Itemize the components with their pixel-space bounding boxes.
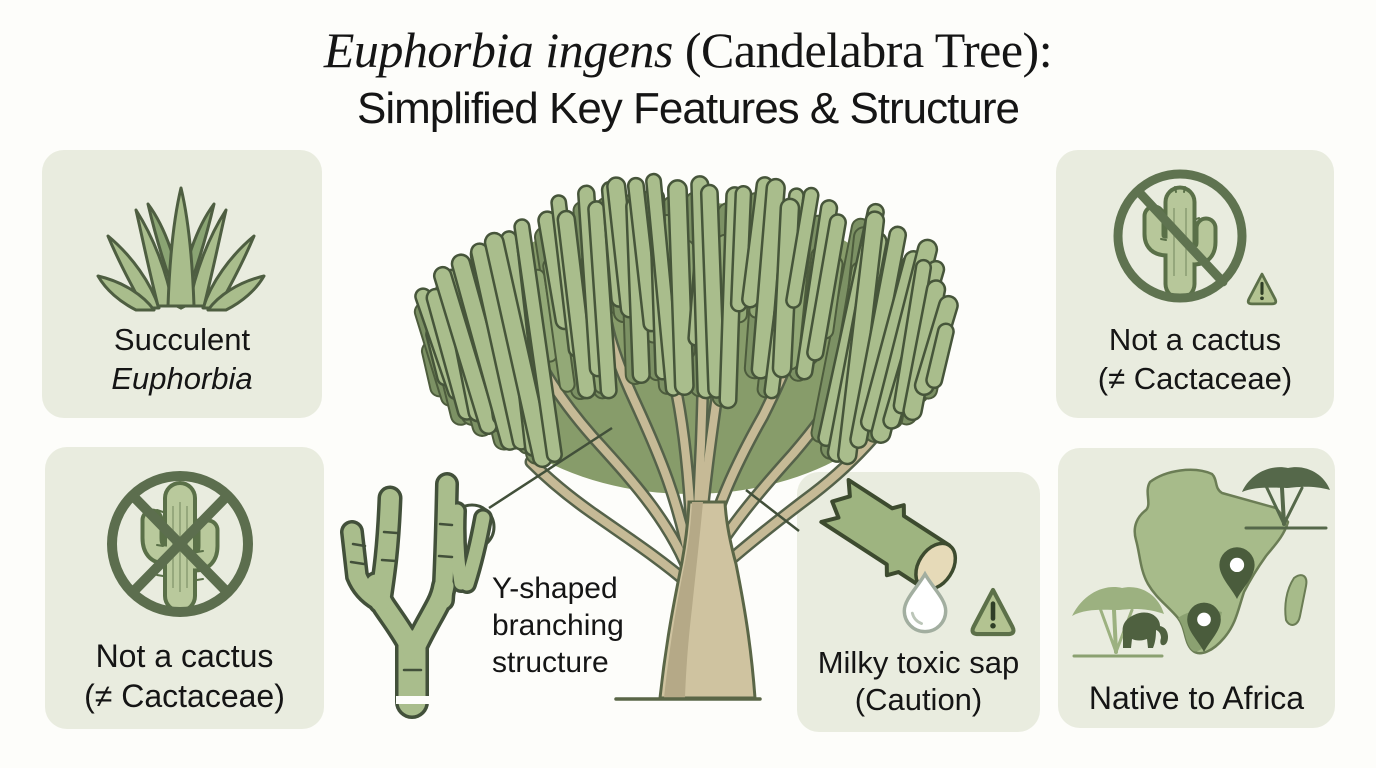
callout-line-sap (745, 489, 800, 532)
branching-label-line1: Y-shaped (492, 572, 618, 605)
milky-sap-line2: (Caution) (854, 682, 983, 717)
callout-line-branching (488, 426, 613, 510)
succulent-label-line2: Euphorbia (111, 361, 253, 396)
card-milky-toxic-sap: Milky toxic sap (Caution) (797, 472, 1040, 732)
title-common-name: (Candelabra Tree): (672, 22, 1053, 78)
not-cactus-top-label: Not a cactus (≠ Cactaceae) (1056, 320, 1334, 398)
branching-label-line2: branching (492, 609, 624, 642)
tree-under-canopy (462, 202, 918, 494)
title-species-name: Euphorbia ingens (323, 22, 673, 78)
tree-crown-back (413, 188, 949, 465)
not-cactus-top-line2: (≠ Cactaceae) (1097, 361, 1293, 396)
branching-label-line3: structure (492, 646, 609, 679)
y-branch-joints (349, 522, 454, 672)
not-cactus-bottom-line2: (≠ Cactaceae) (84, 678, 285, 714)
card-not-a-cactus-bottom: Not a cactus (≠ Cactaceae) (45, 447, 324, 729)
succulent-label-line1: Succulent (113, 322, 251, 357)
y-branch-illustration (349, 484, 496, 704)
not-cactus-bottom-label: Not a cactus (≠ Cactaceae) (45, 636, 324, 716)
tree-crown-mid (468, 214, 928, 433)
page-subtitle: Simplified Key Features & Structure (357, 84, 1020, 133)
native-africa-line1: Native to Africa (1088, 680, 1305, 716)
page-title: Euphorbia ingens (Candelabra Tree): (0, 22, 1376, 78)
milky-sap-line1: Milky toxic sap (817, 645, 1020, 680)
milky-sap-label: Milky toxic sap (Caution) (797, 644, 1040, 718)
magnifier-circle (448, 503, 496, 551)
card-not-a-cactus-top: Not a cactus (≠ Cactaceae) (1056, 150, 1334, 418)
card-native-to-africa: Native to Africa (1058, 448, 1335, 728)
tree-crown-front (414, 172, 959, 469)
card-succulent-euphorbia: Succulent Euphorbia (42, 150, 322, 418)
native-africa-label: Native to Africa (1058, 679, 1335, 718)
succulent-card-label: Succulent Euphorbia (42, 320, 322, 398)
not-cactus-top-line1: Not a cactus (1108, 322, 1282, 357)
tree-trunk (658, 500, 757, 700)
tree-trunk-shade (664, 502, 703, 698)
branching-structure-label: Y-shaped branching structure (492, 570, 624, 681)
not-cactus-bottom-line1: Not a cactus (95, 638, 274, 674)
